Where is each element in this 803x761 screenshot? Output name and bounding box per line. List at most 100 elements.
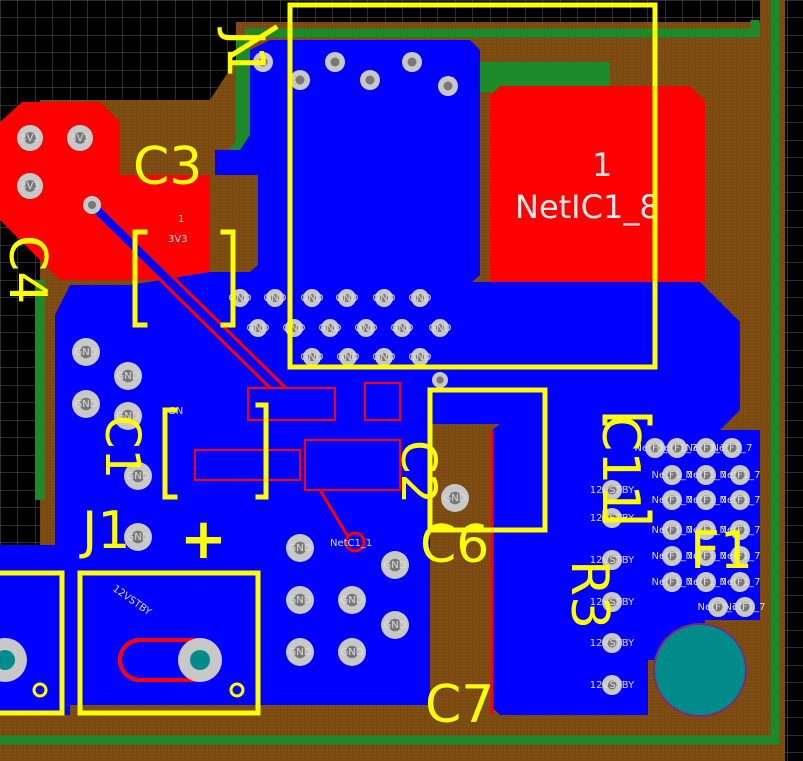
via-net-label: GND <box>264 293 287 304</box>
via[interactable]: GND <box>338 586 366 614</box>
via[interactable]: 12VSTBY <box>590 550 635 570</box>
via[interactable]: NetF1_7 <box>719 572 761 592</box>
via-hole <box>735 577 745 587</box>
via[interactable]: GND <box>264 289 287 307</box>
via[interactable]: NetF1_7 <box>719 520 761 540</box>
via[interactable]: GND <box>336 289 359 307</box>
via[interactable]: GND <box>114 402 142 430</box>
via-hole <box>388 618 402 632</box>
via[interactable] <box>290 70 310 90</box>
via-hole <box>307 293 317 303</box>
via[interactable]: GND <box>409 289 432 307</box>
via-net-label: NetF1_7 <box>651 470 692 481</box>
via[interactable]: 3V3 <box>17 125 43 151</box>
via-net-label: GND <box>117 411 140 422</box>
via-net-label: NetF1_7 <box>685 443 726 454</box>
via[interactable]: NetF1_7 <box>651 520 693 540</box>
designator-c2: C2 <box>390 440 446 504</box>
via[interactable] <box>438 76 458 96</box>
via[interactable]: GND <box>301 348 324 366</box>
via-net-label: GND <box>75 347 98 358</box>
via-net-label: GND <box>289 595 312 606</box>
via[interactable]: GND <box>72 338 100 366</box>
via[interactable]: NetF1_7 <box>697 597 739 617</box>
via[interactable]: GND <box>286 534 314 562</box>
via[interactable]: 12VSTBY <box>590 675 635 695</box>
via[interactable]: 3V3 <box>67 125 93 151</box>
designator-f1: F1 <box>690 521 753 581</box>
via-net-label: GND <box>301 352 324 363</box>
via[interactable]: NetF1_7 <box>685 520 727 540</box>
via[interactable]: GND <box>319 319 342 337</box>
via[interactable]: NetF1_7 <box>719 465 761 485</box>
designator-r3: R3 <box>559 560 619 629</box>
via[interactable]: NetF1_7 <box>724 597 766 617</box>
via-hole <box>672 443 682 453</box>
via[interactable]: GND <box>338 638 366 666</box>
via-hole <box>701 495 711 505</box>
via[interactable]: GND <box>429 319 452 337</box>
trace-3v3-diagonal-core <box>89 202 288 398</box>
via[interactable]: GND <box>286 638 314 666</box>
via[interactable]: NetF1_7 <box>651 546 693 566</box>
via[interactable]: GND <box>301 289 324 307</box>
via[interactable] <box>360 70 380 90</box>
via[interactable]: GND <box>391 319 414 337</box>
via-hole <box>667 551 677 561</box>
via[interactable] <box>253 52 273 72</box>
via[interactable] <box>432 372 448 388</box>
via[interactable]: NetF1_7 <box>685 490 727 510</box>
via[interactable]: GND <box>373 289 396 307</box>
via-hole <box>443 81 453 91</box>
via[interactable]: NetF1_7 <box>685 465 727 485</box>
via-hole <box>131 469 145 483</box>
via-net-label: GND <box>384 620 407 631</box>
via[interactable] <box>325 52 345 72</box>
via[interactable]: GND <box>381 551 409 579</box>
via-net-label: GND <box>444 493 467 504</box>
via[interactable]: GND <box>124 523 152 551</box>
via[interactable] <box>83 196 101 214</box>
via-hole <box>235 293 245 303</box>
via[interactable]: 12VSTBY <box>590 480 635 500</box>
via-net-label: GND <box>384 560 407 571</box>
via[interactable]: NetF1_7 <box>719 490 761 510</box>
via[interactable]: NetF1_7 <box>651 490 693 510</box>
via[interactable]: 12VSTBY <box>590 633 635 653</box>
pad-f1-large[interactable] <box>653 623 747 717</box>
via[interactable]: NetF1_7 <box>685 546 727 566</box>
via[interactable]: NetF1_7 <box>634 438 676 458</box>
via[interactable]: GND <box>114 362 142 390</box>
via[interactable]: GND <box>373 348 396 366</box>
via[interactable]: GND <box>441 484 469 512</box>
via[interactable]: NetF1_7 <box>651 465 693 485</box>
via-hole <box>258 57 268 67</box>
via[interactable]: 12VSTBY <box>590 592 635 612</box>
via-netc1-1[interactable] <box>344 531 366 553</box>
via-net-label: NetF1_7 <box>685 525 726 536</box>
via[interactable]: GND <box>409 348 432 366</box>
via[interactable]: NetF1_7 <box>719 546 761 566</box>
via[interactable]: GND <box>124 462 152 490</box>
via[interactable]: GND <box>337 348 360 366</box>
via[interactable]: GND <box>355 319 378 337</box>
via[interactable] <box>402 52 422 72</box>
via-net-label: NetF1_7 <box>651 525 692 536</box>
via-hole <box>270 293 280 303</box>
via[interactable]: NetF1_7 <box>685 438 727 458</box>
via-hole <box>713 602 723 612</box>
via[interactable]: GND <box>247 319 270 337</box>
via[interactable]: GND <box>381 611 409 639</box>
via-hole <box>607 638 617 648</box>
via[interactable]: GND <box>72 390 100 418</box>
via[interactable]: GND <box>286 586 314 614</box>
designator-c3: C3 <box>133 137 202 197</box>
via[interactable]: NetF1_7 <box>651 572 693 592</box>
via[interactable]: NetF1_7 <box>711 438 753 458</box>
via-net-label: GND <box>127 471 150 482</box>
via[interactable]: 3V3 <box>17 173 43 199</box>
via[interactable]: NetF1_7 <box>656 438 698 458</box>
via[interactable]: NetF1_7 <box>685 572 727 592</box>
polarity-plus: + <box>180 507 227 572</box>
